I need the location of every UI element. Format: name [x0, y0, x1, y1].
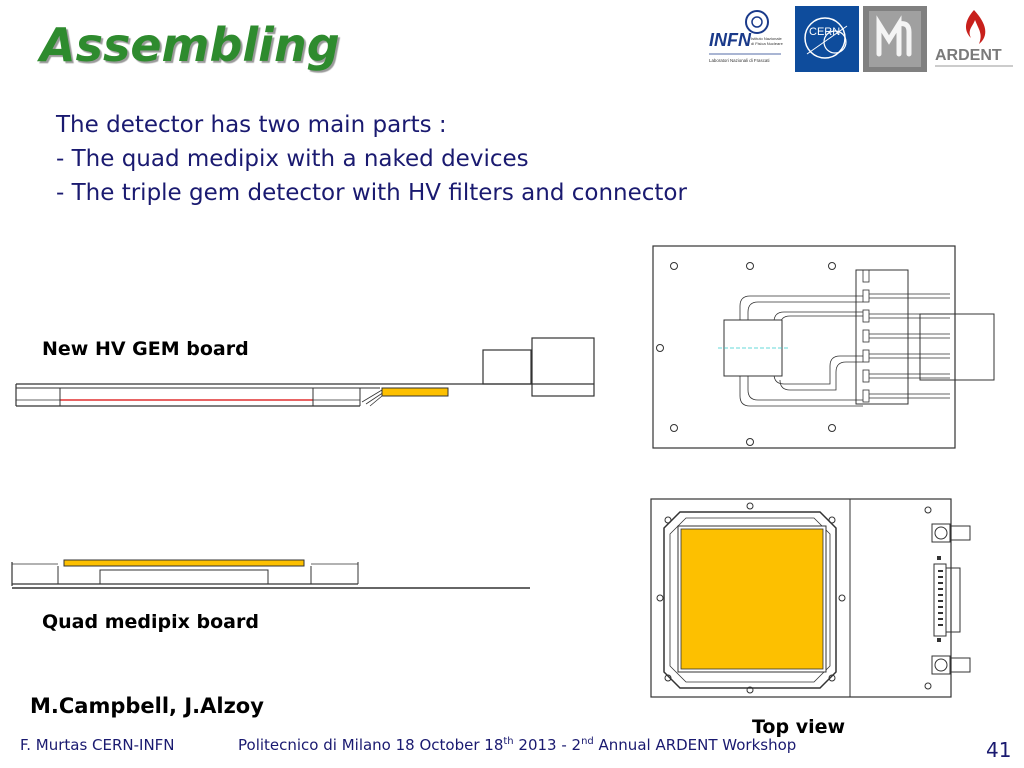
- cern-logo-text: CERN: [809, 26, 840, 38]
- infn-logo-text: INFN: [709, 30, 752, 50]
- slide-title: Assembling: [40, 18, 340, 72]
- footer-author: F. Murtas CERN-INFN: [20, 736, 175, 754]
- intro-text: The detector has two main parts : - The …: [56, 108, 687, 210]
- intro-line: - The triple gem detector with HV filter…: [56, 180, 687, 206]
- medipix-logo: [863, 6, 927, 72]
- infn-logo: INFN Istituto Nazionale di Fisica Nuclea…: [705, 6, 785, 72]
- quad-medipix-board-drawing: [11, 559, 530, 589]
- ardent-logo-text: ARDENT: [935, 47, 1002, 64]
- intro-line: The detector has two main parts :: [56, 112, 447, 138]
- svg-text:di Fisica Nucleare: di Fisica Nucleare: [751, 41, 784, 46]
- intro-line: - The quad medipix with a naked devices: [56, 146, 529, 172]
- svg-text:Istituto Nazionale: Istituto Nazionale: [751, 36, 782, 41]
- cern-logo: CERN: [795, 6, 859, 72]
- top-view-label: Top view: [752, 716, 846, 738]
- svg-text:Laboratori Nazionali di Frasca: Laboratori Nazionali di Frascati: [709, 58, 770, 63]
- quad-medipix-top-view: [650, 498, 971, 698]
- page-number: 41: [986, 738, 1012, 762]
- gem-board-top-view: [652, 245, 995, 449]
- ardent-logo: ARDENT: [931, 6, 1017, 72]
- logo-bar: INFN Istituto Nazionale di Fisica Nuclea…: [705, 6, 1017, 76]
- hv-gem-board-label: New HV GEM board: [42, 338, 249, 360]
- quad-medipix-board-label: Quad medipix board: [42, 611, 259, 633]
- hv-gem-board-drawing: [15, 337, 595, 407]
- footer-event: Politecnico di Milano 18 October 18th 20…: [238, 736, 797, 754]
- authors-label: M.Campbell, J.Alzoy: [30, 694, 264, 718]
